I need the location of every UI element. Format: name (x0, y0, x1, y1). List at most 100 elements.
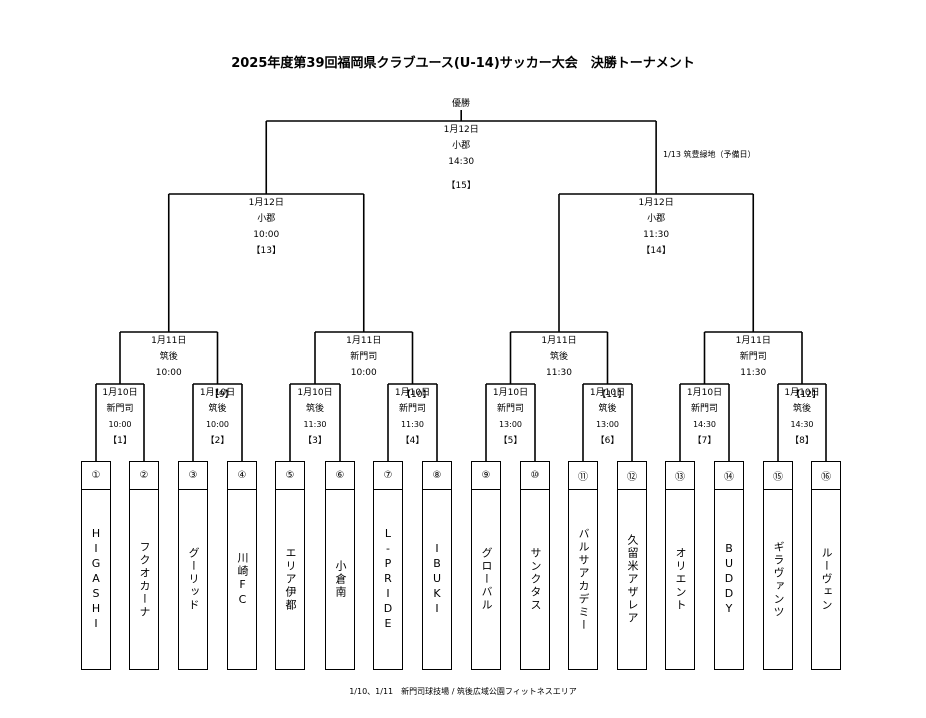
match-venue: 筑後 (549, 352, 568, 362)
team-name: ルーヴェン (820, 547, 833, 612)
match-time: 10:00 (350, 368, 377, 378)
match-info: 1月11日新門司 10:00 (346, 333, 381, 381)
team-seed: ⑯ (812, 462, 840, 490)
match-date: 1月10日 (102, 388, 138, 398)
match-time: 14:30 (790, 420, 814, 429)
team-name-cell: サンクタス (521, 490, 549, 669)
match-time: 13:00 (498, 420, 523, 429)
team-name: サンクタス (529, 547, 542, 612)
team-name-cell: ルーヴェン (812, 490, 840, 669)
venue-footer: 1/10、1/11 新門司球技場 / 筑後広域公園フィットネスエリア (349, 687, 577, 696)
match-time: 13:00 (595, 420, 620, 429)
team-name-cell: フクオカーナ (130, 490, 158, 669)
team-name: HIGASHI (89, 527, 103, 632)
reserve-day-note: 1/13 筑豊緑地（予備日） (663, 150, 756, 159)
match-no: 【6】 (595, 436, 620, 446)
match-no: 【3】 (303, 436, 327, 446)
team-seed: ① (82, 462, 110, 490)
match-date: 1月10日 (199, 388, 236, 398)
match-date: 1月10日 (589, 388, 626, 398)
match-info: 1月10日筑後 13:00 【6】 (590, 385, 625, 449)
match-date: 1月11日 (151, 336, 187, 346)
team-name-cell: BUDDY (715, 490, 743, 669)
team-name: BUDDY (722, 542, 736, 617)
match-number: 【12】 (791, 390, 821, 400)
match-no: 【5】 (498, 436, 523, 446)
match-venue: 新門司 (350, 352, 378, 362)
match-time: 11:30 (546, 368, 572, 378)
team-name-cell: 久留米アザレア (618, 490, 646, 669)
match-venue: 新門司 (739, 352, 767, 362)
team-box: ② フクオカーナ (129, 461, 159, 670)
match-date: 1月10日 (297, 388, 333, 398)
team-seed: ⑧ (423, 462, 451, 490)
team-name: フクオカーナ (138, 540, 151, 619)
team-seed: ⑫ (618, 462, 646, 490)
match-time: 11:30 (740, 368, 767, 378)
team-name: 川崎FC (236, 551, 249, 608)
match-venue: 新門司 (690, 404, 718, 414)
team-name-cell: 小倉南 (326, 490, 354, 669)
match-venue: 新門司 (106, 404, 134, 414)
match-no: 【13】 (251, 246, 281, 256)
match-venue: 筑後 (208, 404, 227, 414)
match-date: 1月11日 (346, 336, 382, 346)
match-venue: 筑後 (305, 404, 324, 414)
team-seed: ⑨ (472, 462, 500, 490)
match-number: 【9】 (209, 390, 234, 400)
team-seed: ② (130, 462, 158, 490)
match-no: 【7】 (692, 436, 717, 446)
match-no: 【14】 (641, 246, 671, 256)
match-date: 1月10日 (492, 388, 529, 398)
match-time: 11:30 (400, 420, 425, 429)
team-name-cell: エリア伊都 (276, 490, 304, 669)
match-number: 【10】 (402, 390, 432, 400)
match-time: 10:00 (205, 420, 230, 429)
team-name: ギラヴァンツ (772, 540, 785, 619)
match-no: 【8】 (790, 436, 814, 446)
match-date: 1月11日 (541, 336, 577, 346)
match-time: 10:00 (155, 368, 182, 378)
team-name: L-PRIDE (381, 527, 395, 632)
team-name-cell: グーリッド (179, 490, 207, 669)
match-no: 【4】 (400, 436, 425, 446)
team-name: グローバル (480, 547, 493, 612)
match-time: 14:30 (448, 157, 475, 167)
match-venue: 小郡 (257, 214, 276, 224)
team-name-cell: バルサアカデミー (569, 490, 597, 669)
page-title: 2025年度第39回福岡県クラブユース(U-14)サッカー大会 決勝トーナメント (231, 56, 695, 71)
match-venue: 筑後 (598, 404, 617, 414)
team-name: バルサアカデミー (577, 527, 590, 632)
match-venue: 筑後 (159, 352, 178, 362)
team-seed: ③ (179, 462, 207, 490)
team-name: エリア伊都 (284, 547, 297, 612)
match-no: 【1】 (108, 436, 132, 446)
match-time: 10:00 (253, 230, 280, 240)
team-name-cell: HIGASHI (82, 490, 110, 669)
team-box: ⑧ IBUKI (422, 461, 452, 670)
team-box: ① HIGASHI (81, 461, 111, 670)
match-date: 1月10日 (784, 388, 820, 398)
team-name: IBUKI (430, 542, 444, 617)
team-seed: ⑦ (374, 462, 402, 490)
team-name-cell: オリエント (666, 490, 694, 669)
match-venue: 新門司 (496, 404, 524, 414)
team-box: ⑨ グローバル (471, 461, 501, 670)
match-venue: 新門司 (398, 404, 426, 414)
